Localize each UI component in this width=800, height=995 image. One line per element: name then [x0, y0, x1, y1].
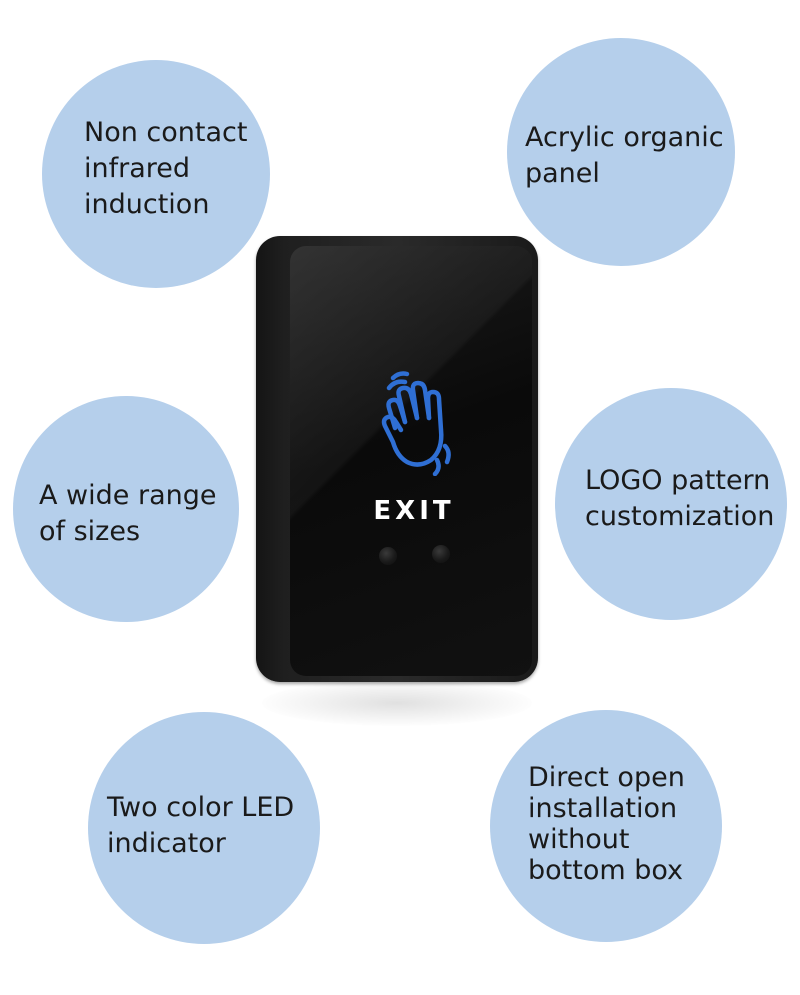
- feature-text-led: Two color LED indicator: [107, 790, 294, 862]
- feature-bubble-led: [88, 712, 320, 944]
- hand-wave-icon: [381, 371, 451, 476]
- feature-line: of sizes: [39, 516, 141, 547]
- feature-line: infrared: [84, 153, 191, 184]
- feature-text-acrylic-panel: Acrylic organic panel: [525, 120, 724, 192]
- feature-line: induction: [84, 189, 210, 220]
- feature-line: indicator: [107, 828, 226, 859]
- feature-text-non-contact: Non contact infrared induction: [84, 115, 247, 223]
- feature-bubble-installation: [490, 710, 722, 942]
- feature-bubble-sizes: [13, 396, 239, 622]
- device-acrylic-panel: [290, 246, 532, 676]
- feature-line: A wide range: [39, 480, 217, 511]
- feature-line: installation: [528, 793, 678, 824]
- feature-line: LOGO pattern: [585, 465, 771, 496]
- feature-bubble-logo: [555, 388, 787, 620]
- feature-bubble-acrylic-panel: [507, 38, 735, 266]
- exit-label: EXIT: [373, 496, 455, 526]
- feature-line: panel: [525, 158, 600, 189]
- feature-line: Two color LED: [107, 792, 295, 823]
- led-indicator-left: [379, 547, 397, 565]
- feature-line: Acrylic organic: [525, 122, 724, 153]
- feature-text-sizes: A wide range of sizes: [39, 478, 216, 550]
- feature-line: without: [528, 824, 630, 855]
- feature-text-installation: Direct open installation without bottom …: [528, 762, 685, 886]
- feature-line: bottom box: [528, 855, 684, 886]
- feature-line: Direct open: [528, 762, 685, 793]
- feature-line: Non contact: [84, 117, 248, 148]
- feature-text-logo: LOGO pattern customization: [585, 463, 774, 535]
- feature-bubble-non-contact: [42, 60, 270, 288]
- device-shadow: [262, 680, 532, 726]
- led-indicator-right: [432, 545, 450, 563]
- panel-gloss: [290, 246, 532, 676]
- feature-line: customization: [585, 501, 775, 532]
